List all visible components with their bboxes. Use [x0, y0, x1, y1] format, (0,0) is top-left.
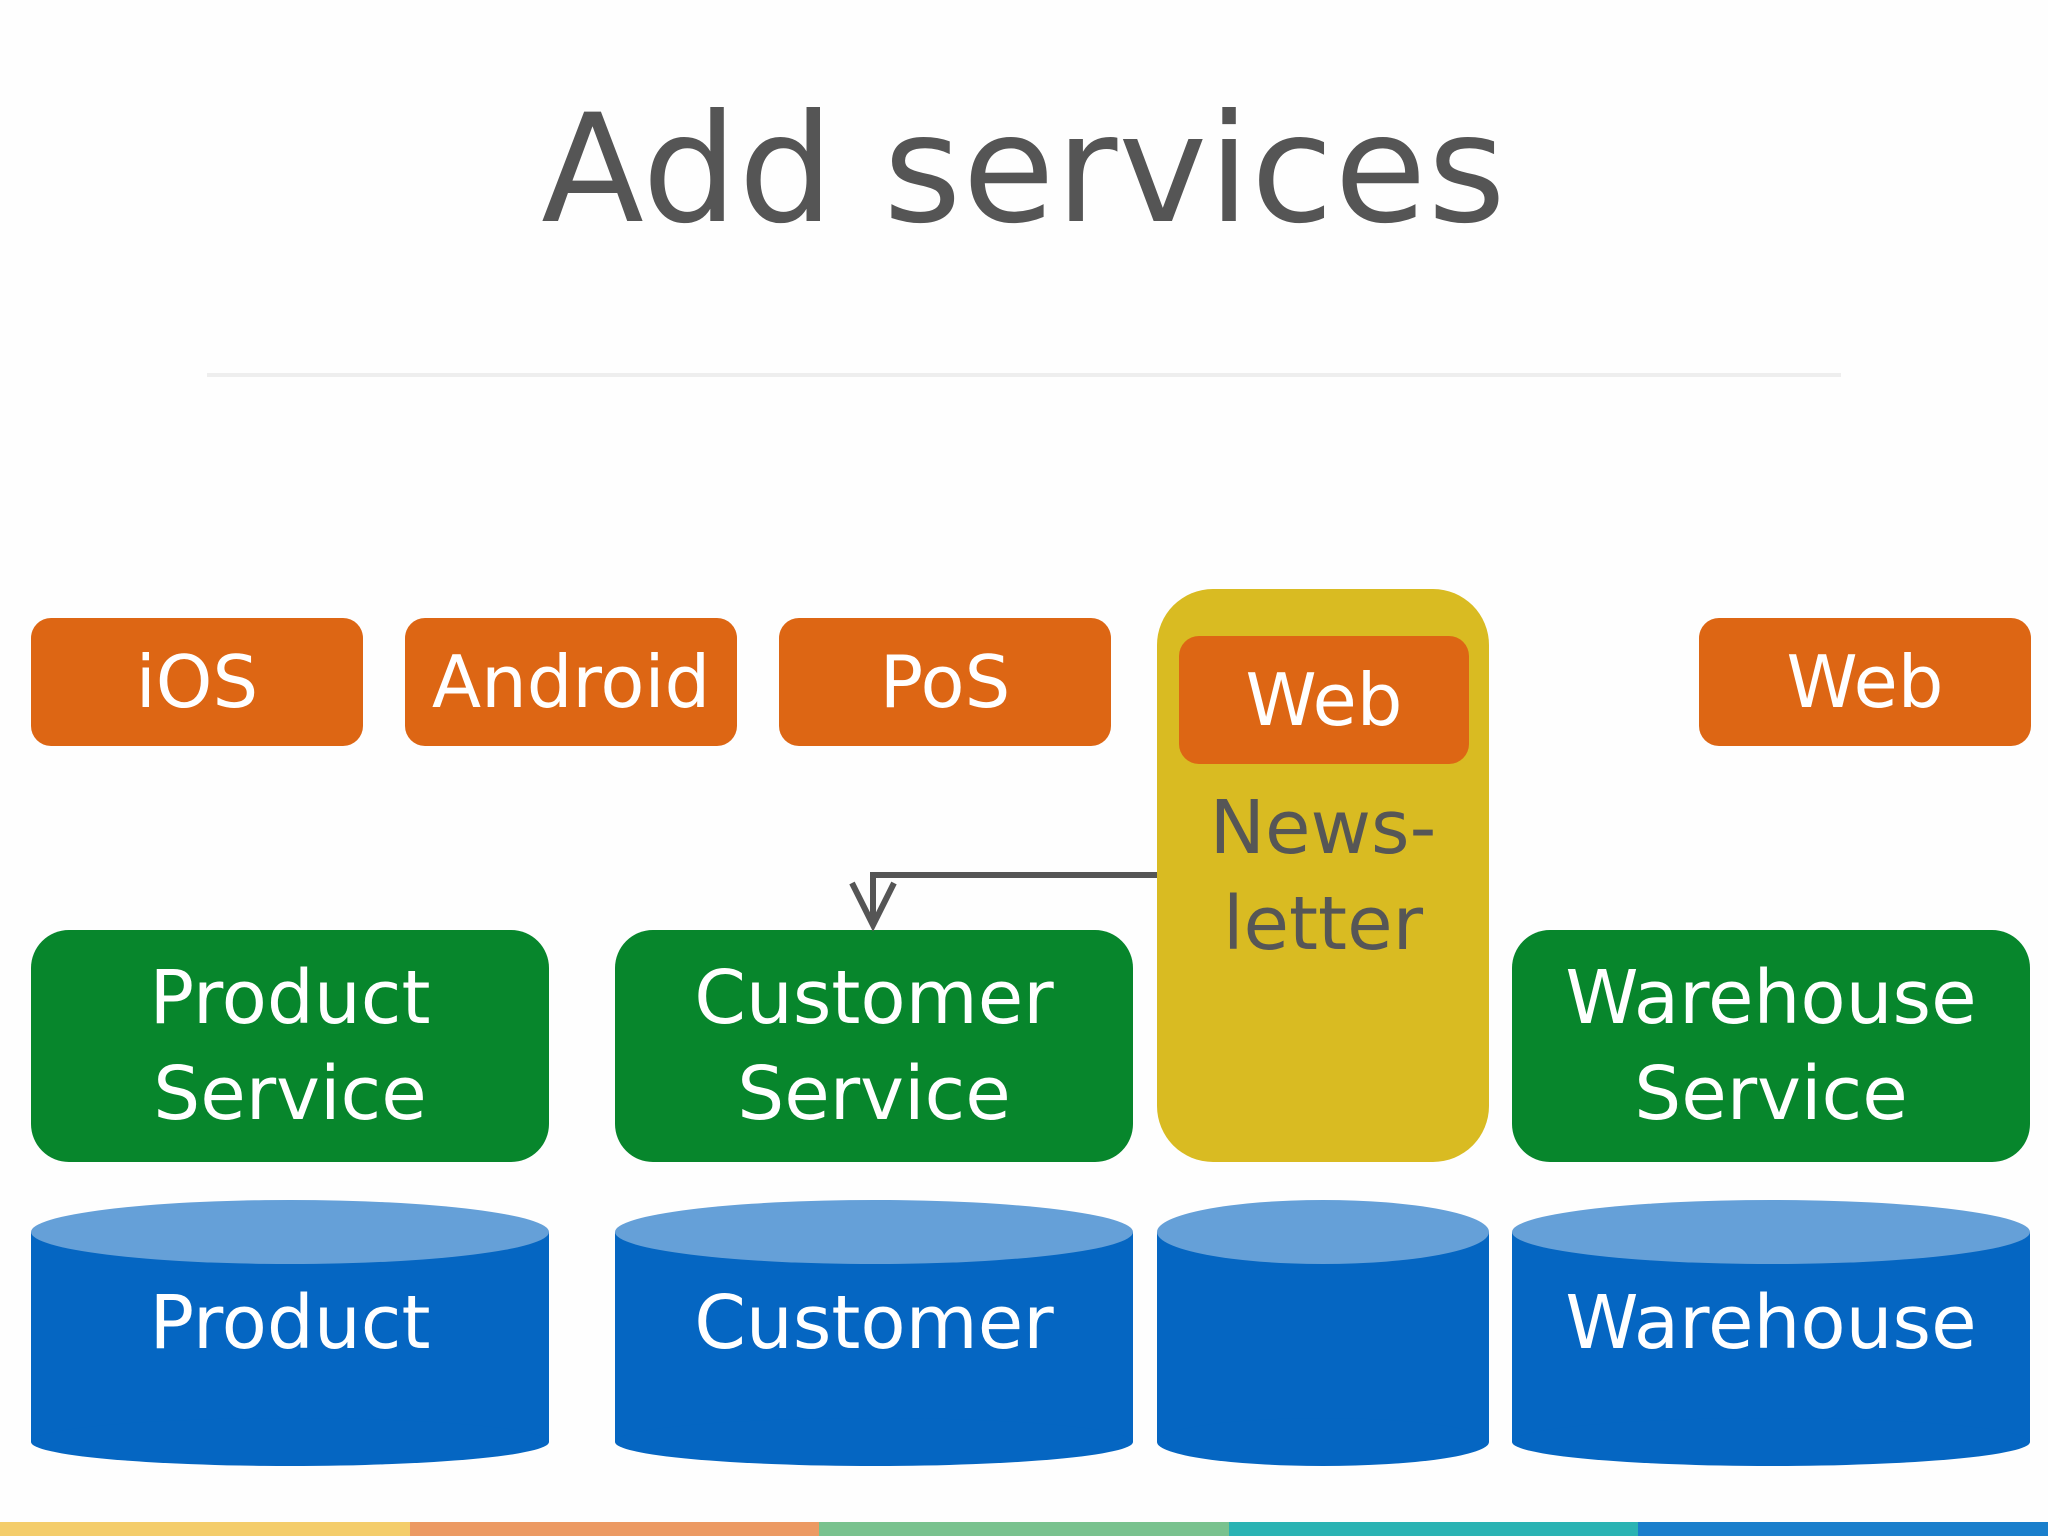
client-android: Android: [405, 618, 737, 746]
database-newsletter-cylinder: [1157, 1200, 1489, 1466]
product-service-line2: Service: [153, 1051, 427, 1137]
client-web-newsletter: Web: [1179, 636, 1469, 764]
database-customer-label: Customer: [694, 1280, 1054, 1366]
footer-stripe-5: [1638, 1522, 2048, 1536]
footer-stripe-4: [1228, 1522, 1639, 1536]
footer-stripe-1: [0, 1522, 410, 1536]
product-service-box: Product Service: [31, 930, 549, 1162]
newsletter-label-line1: News-: [1209, 785, 1437, 871]
footer-stripe-2: [409, 1522, 820, 1536]
warehouse-service-line1: Warehouse: [1565, 954, 1977, 1041]
page-title: Add services: [541, 83, 1507, 257]
warehouse-service-box: Warehouse Service: [1512, 930, 2030, 1162]
warehouse-service-line2: Service: [1634, 1051, 1908, 1137]
newsletter-label: News- letter: [1157, 780, 1489, 972]
database-warehouse-label: Warehouse: [1565, 1280, 1977, 1366]
database-product-label: Product: [149, 1280, 431, 1366]
customer-service-line1: Customer: [694, 954, 1054, 1041]
database-product-cylinder: [31, 1200, 549, 1466]
client-web: Web: [1699, 618, 2031, 746]
footer-color-stripe: [0, 1522, 2048, 1536]
customer-service-box: Customer Service: [615, 930, 1133, 1162]
database-customer-cylinder: [615, 1200, 1133, 1466]
footer-stripe-3: [819, 1522, 1229, 1536]
newsletter-label-line2: letter: [1222, 881, 1424, 968]
product-service-line1: Product: [149, 954, 431, 1041]
title-divider: [207, 373, 1841, 377]
client-pos: PoS: [779, 618, 1111, 746]
client-ios: iOS: [31, 618, 363, 746]
database-warehouse-cylinder: [1512, 1200, 2030, 1466]
customer-service-line2: Service: [737, 1051, 1011, 1137]
